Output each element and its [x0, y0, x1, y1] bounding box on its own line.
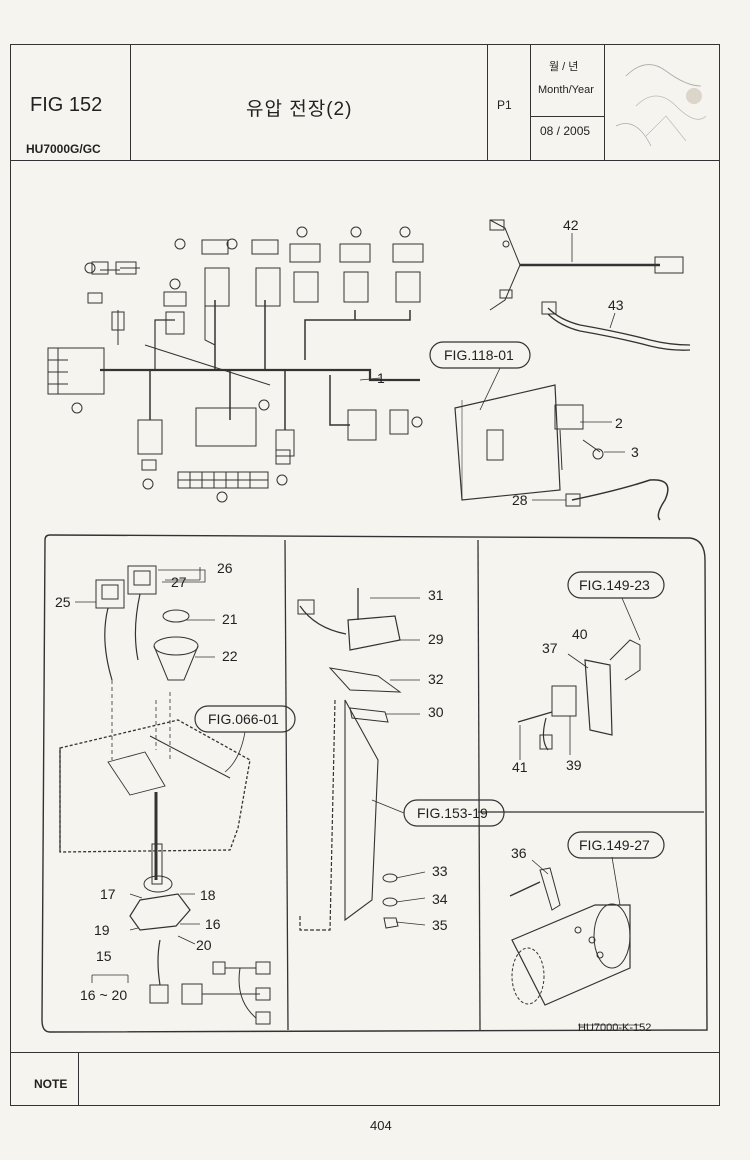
callout-16: 16: [205, 916, 221, 932]
callout-29: 29: [428, 631, 444, 647]
harness-42: [489, 219, 684, 311]
sensor-bracket: [517, 597, 641, 751]
header-col-4: [604, 44, 605, 160]
callout-43: 43: [608, 297, 624, 313]
date-label-kr: 월 / 년: [549, 61, 579, 73]
callout-37: 37: [542, 640, 558, 656]
cable-tie-28: [532, 479, 669, 521]
ref-fig-149-23: FIG.149-23: [579, 577, 650, 593]
callout-33: 33: [432, 863, 448, 879]
page-code: P1: [497, 98, 512, 112]
date-label-en: Month/Year: [538, 84, 594, 96]
page-number: 404: [370, 1118, 392, 1133]
note-col: [78, 1052, 79, 1106]
callout-19: 19: [94, 922, 110, 938]
callout-1: 1: [377, 370, 385, 386]
fig-label: FIG 152: [30, 94, 103, 116]
callout-16-20: 16 ~ 20: [80, 987, 127, 1003]
callout-28: 28: [512, 492, 528, 508]
lower-panel-outline: [41, 534, 708, 1033]
callout-20: 20: [196, 937, 212, 953]
stamp-scribble: [615, 64, 707, 147]
callout-30: 30: [428, 704, 444, 720]
cable-43: [541, 301, 691, 351]
callout-22: 22: [222, 648, 238, 664]
header-divider: [10, 160, 720, 161]
callout-41: 41: [512, 759, 528, 775]
bracket-assembly: [297, 588, 426, 931]
header-col-3: [530, 44, 531, 160]
drawing-code: HU7000-K-152: [578, 1022, 651, 1034]
header-date-divider: [530, 116, 604, 117]
callout-34: 34: [432, 891, 448, 907]
ref-fig-066-01: FIG.066-01: [208, 711, 279, 727]
callout-31: 31: [428, 587, 444, 603]
note-divider: [10, 1052, 720, 1053]
header-col-1: [130, 44, 131, 160]
joystick: [91, 792, 271, 1025]
wiring-harness: [47, 226, 424, 503]
callout-3: 3: [631, 444, 639, 460]
cylinder-assembly: [509, 856, 640, 1026]
machine-body: [59, 680, 251, 853]
callout-40: 40: [572, 626, 588, 642]
ref-fig-153-19: FIG.153-19: [417, 805, 488, 821]
callout-21: 21: [222, 611, 238, 627]
callout-42: 42: [563, 217, 579, 233]
header-col-2: [487, 44, 488, 160]
callout-15: 15: [96, 948, 112, 964]
callout-25: 25: [55, 594, 71, 610]
callout-32: 32: [428, 671, 444, 687]
switch-assembly: [95, 565, 206, 681]
ref-fig-149-27: FIG.149-27: [579, 837, 650, 853]
callout-18: 18: [200, 887, 216, 903]
page-frame: [10, 44, 720, 1106]
callout-26: 26: [217, 560, 233, 576]
model-label: HU7000G/GC: [26, 142, 101, 156]
date-value: 08 / 2005: [540, 124, 591, 138]
note-label: NOTE: [34, 1077, 68, 1091]
ref-fig-118-01: FIG.118-01: [444, 347, 514, 363]
plate-assembly: [454, 367, 625, 501]
callout-17: 17: [100, 886, 116, 902]
page-title: 유압 전장(2): [246, 99, 353, 120]
callout-36: 36: [511, 845, 527, 861]
callout-39: 39: [566, 757, 582, 773]
callout-27: 27: [171, 574, 187, 590]
callout-2: 2: [615, 415, 623, 431]
callout-35: 35: [432, 917, 448, 933]
